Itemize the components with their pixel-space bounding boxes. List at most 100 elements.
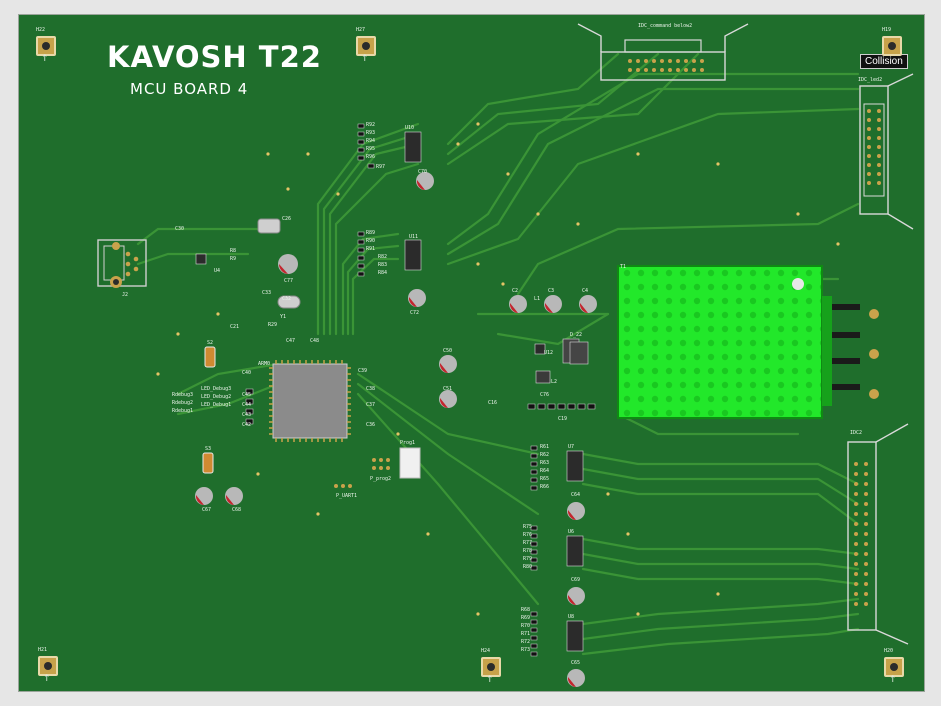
mount-hole-top-left[interactable] xyxy=(36,36,56,56)
resistor-label: R76 xyxy=(523,532,533,538)
resistor-label: R92 xyxy=(366,122,376,128)
cap-label: C48 xyxy=(310,338,320,344)
cap-label: C42 xyxy=(242,422,252,428)
debug-resistor-label: Rdebug1 xyxy=(172,408,194,414)
cap-label: C19 xyxy=(558,416,568,422)
cap-label: C51 xyxy=(443,386,453,392)
cap-label: C70 xyxy=(418,169,428,175)
resistor-label: R79 xyxy=(523,556,533,562)
resistor-label: R90 xyxy=(366,238,376,244)
resistor-label: R95 xyxy=(366,146,376,152)
resistor-label: R65 xyxy=(540,476,550,482)
mount-hole-label: H21 xyxy=(38,647,48,653)
chip-label: U7 xyxy=(568,444,575,450)
resistor-label: R69 xyxy=(521,615,531,621)
board-subtitle: MCU BOARD 4 xyxy=(130,80,249,98)
pcb-board[interactable]: KAVOSH T22 MCU BOARD 4 Collision H22 ↑ H… xyxy=(18,14,925,692)
resistor-label: R9 xyxy=(230,256,237,262)
cap-label: C16 xyxy=(488,400,498,406)
cap-label: C36 xyxy=(366,422,376,428)
mount-hole-bottom-mid[interactable] xyxy=(481,657,501,677)
idc-top-label: IDC_command below2 xyxy=(638,23,693,29)
resistor-label: R64 xyxy=(540,468,550,474)
resistor-label: R78 xyxy=(523,548,533,554)
cap-label: C39 xyxy=(358,368,368,374)
chip-label: U11 xyxy=(409,234,419,240)
diode-label: D_22 xyxy=(570,332,583,338)
resistor-label: R82 xyxy=(378,254,388,260)
heatsink-module[interactable] xyxy=(617,265,879,419)
idc-connector-top[interactable] xyxy=(577,23,749,81)
soic-chips xyxy=(195,131,584,652)
mcu-chip[interactable] xyxy=(269,360,351,442)
cap-label: C77 xyxy=(284,278,294,284)
crystal-label: Y1 xyxy=(280,314,287,320)
idc-right-lower-label: IDC2 xyxy=(850,430,863,436)
resistor-label: R61 xyxy=(540,444,550,450)
cap-label: C3 xyxy=(548,288,555,294)
chip-label: U10 xyxy=(405,125,415,131)
cap-label: C65 xyxy=(571,660,581,666)
resistor-label: R72 xyxy=(521,639,531,645)
resistor-label: R68 xyxy=(521,607,531,613)
resistor-label: R94 xyxy=(366,138,376,144)
cap-label: C43 xyxy=(242,412,252,418)
cap-label: C30 xyxy=(175,226,185,232)
cap-label: C2 xyxy=(512,288,519,294)
cap-label: C21 xyxy=(230,324,240,330)
resistor-label: R89 xyxy=(366,230,376,236)
copper-traces xyxy=(136,52,860,656)
resistor-label: R93 xyxy=(366,130,376,136)
cap-label: C32 xyxy=(282,296,292,302)
inductor-label: L2 xyxy=(551,379,558,385)
chip-label: U6 xyxy=(568,529,575,535)
resistor-label: R75 xyxy=(523,524,533,530)
chip-label: U4 xyxy=(214,268,221,274)
resistor-label: R83 xyxy=(378,262,388,268)
debug-led-label: LED_Debug1 xyxy=(201,402,232,408)
chip-label: U8 xyxy=(568,614,575,620)
mount-hole-label: H20 xyxy=(884,648,894,654)
cap-label: C33 xyxy=(262,290,272,296)
idc-connector-right-upper[interactable] xyxy=(859,73,914,230)
mount-hole-top-mid[interactable] xyxy=(356,36,376,56)
chip-label: U12 xyxy=(544,350,554,356)
arrow-up-icon: ↑ xyxy=(889,675,897,685)
resistor-label: R8 xyxy=(230,248,237,254)
resistor-label: R80 xyxy=(523,564,533,570)
inductor-label: L1 xyxy=(534,296,541,302)
cap-label: C50 xyxy=(443,348,453,354)
debug-resistor-label: Rdebug3 xyxy=(172,392,194,398)
vias xyxy=(156,122,840,616)
debug-resistor-label: Rdebug2 xyxy=(172,400,194,406)
mount-hole-label: H24 xyxy=(481,648,491,654)
mount-hole-bottom-left[interactable] xyxy=(38,656,58,676)
prog-label: Prog1 xyxy=(400,440,416,446)
uart-label: P_UART1 xyxy=(336,493,358,499)
mount-hole-label: H27 xyxy=(356,27,366,33)
cap-label: C47 xyxy=(286,338,296,344)
resistor-label: R91 xyxy=(366,246,376,252)
resistor-label: R70 xyxy=(521,623,531,629)
cap-label: C44 xyxy=(242,402,252,408)
idc-right-upper-label: IDC_led2 xyxy=(858,77,883,83)
electrolytic-capacitors xyxy=(195,172,597,687)
resistor-label: R62 xyxy=(540,452,550,458)
mount-hole-label: H22 xyxy=(36,27,46,33)
debug-led-label: LED_Debug2 xyxy=(201,394,232,400)
j2-label: J2 xyxy=(122,292,129,298)
pcb-artwork xyxy=(97,23,914,687)
idc-connector-right-lower[interactable] xyxy=(847,423,909,645)
mount-hole-top-right[interactable] xyxy=(882,36,902,56)
mcu-label: ARM0 xyxy=(258,361,271,367)
cap-label: C4 xyxy=(582,288,589,294)
collision-badge[interactable]: Collision xyxy=(860,54,908,69)
arrow-up-icon: ↑ xyxy=(43,674,51,684)
mount-hole-label: H19 xyxy=(882,27,892,33)
mount-hole-bottom-right[interactable] xyxy=(884,657,904,677)
debug-led-label: LED_Debug3 xyxy=(201,386,232,392)
resistor-label: R29 xyxy=(268,322,278,328)
cap-label: C64 xyxy=(571,492,581,498)
smd-resistors xyxy=(245,123,596,657)
